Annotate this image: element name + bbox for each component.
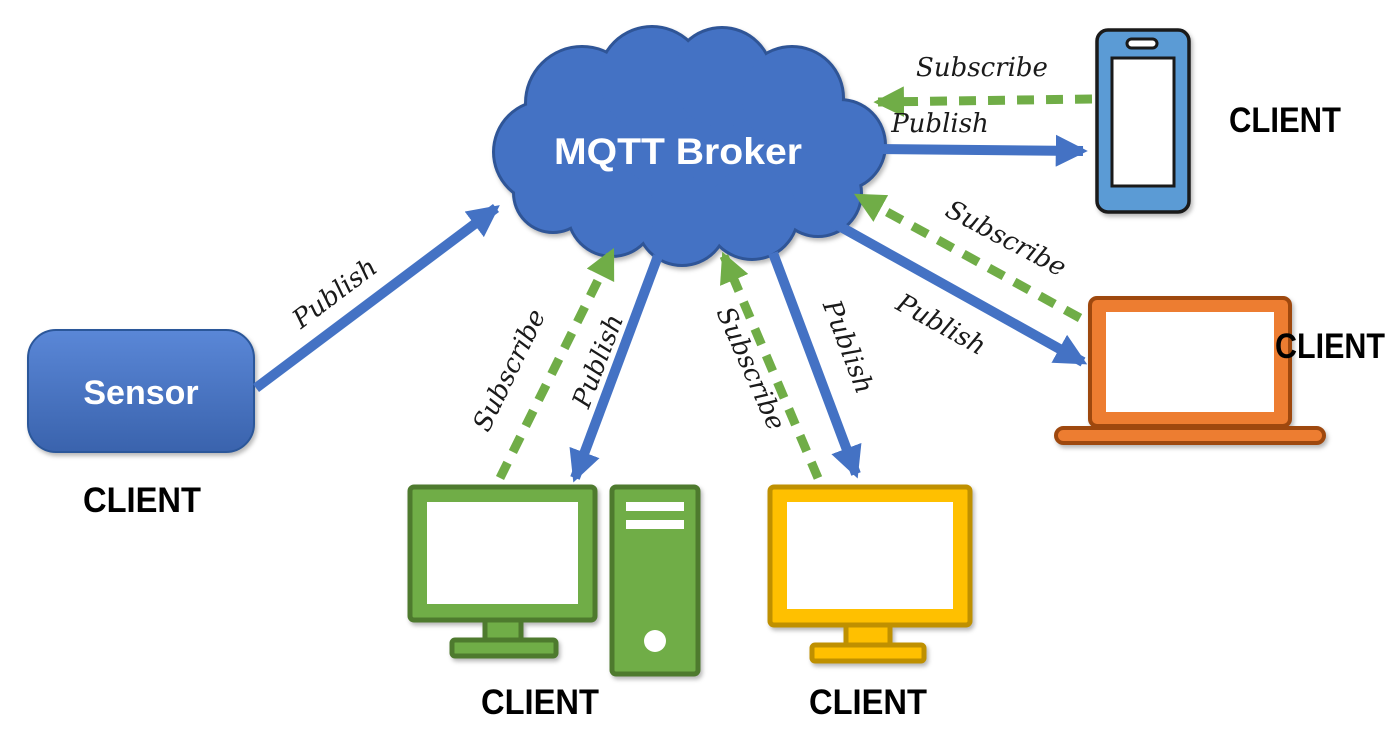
monitor-subscribe-label: Subscribe: [710, 302, 791, 435]
laptop-subscribe-arrow: [853, 192, 1083, 322]
desktop-client-node: [407, 484, 701, 677]
sensor-box: [27, 329, 255, 453]
sensor-client-label: CLIENT: [83, 481, 201, 520]
desktop-publish-arrow: [569, 254, 663, 483]
monitor-client-label: CLIENT: [809, 683, 927, 722]
desktop-subscribe-label: Subscribe: [467, 305, 552, 437]
monitor-base: [809, 642, 927, 664]
desktop-client-label: CLIENT: [481, 683, 599, 722]
phone-subscribe-label: Subscribe: [916, 53, 1048, 83]
broker-label: MQTT Broker: [554, 131, 802, 172]
laptop-subscribe-label: Subscribe: [940, 195, 1071, 283]
laptop-publish-arrow: [829, 217, 1088, 367]
phone-screen: [1110, 56, 1176, 188]
laptop-client-label: CLIENT: [1275, 327, 1385, 366]
desktop-subscribe-arrow: [495, 247, 617, 480]
sensor-publish-arrow: [253, 204, 500, 392]
laptop-screen: [1106, 312, 1274, 412]
phone-subscribe-arrow: [873, 86, 1093, 117]
phone-speaker-slot: [1125, 37, 1159, 50]
monitor-screen: [787, 502, 953, 609]
desktop-monitor-neck: [482, 617, 524, 643]
phone-publish-label: Publish: [890, 109, 989, 139]
laptop-client-node: [1054, 296, 1326, 445]
desktop-monitor-screen: [427, 502, 578, 604]
monitor-client-node: [767, 484, 973, 664]
mqtt-broker-cloud: MQTT Broker: [495, 28, 884, 264]
desktop-tower-button: [644, 630, 666, 652]
desktop-tower-slot-2: [626, 520, 684, 529]
monitor-neck: [843, 622, 893, 648]
desktop-tower-slot-1: [626, 502, 684, 511]
sensor-node: Sensor: [27, 329, 255, 453]
monitor-publish-arrow: [768, 251, 862, 479]
monitor-subscribe-arrow: [719, 251, 823, 480]
desktop-monitor-base: [449, 637, 559, 659]
phone-publish-arrow: [879, 134, 1088, 167]
desktop-tower: [609, 484, 701, 677]
sensor-label: Sensor: [83, 374, 198, 412]
phone-client-node: [1095, 28, 1191, 214]
phone-client-label: CLIENT: [1229, 101, 1341, 140]
laptop-base: [1054, 426, 1326, 445]
